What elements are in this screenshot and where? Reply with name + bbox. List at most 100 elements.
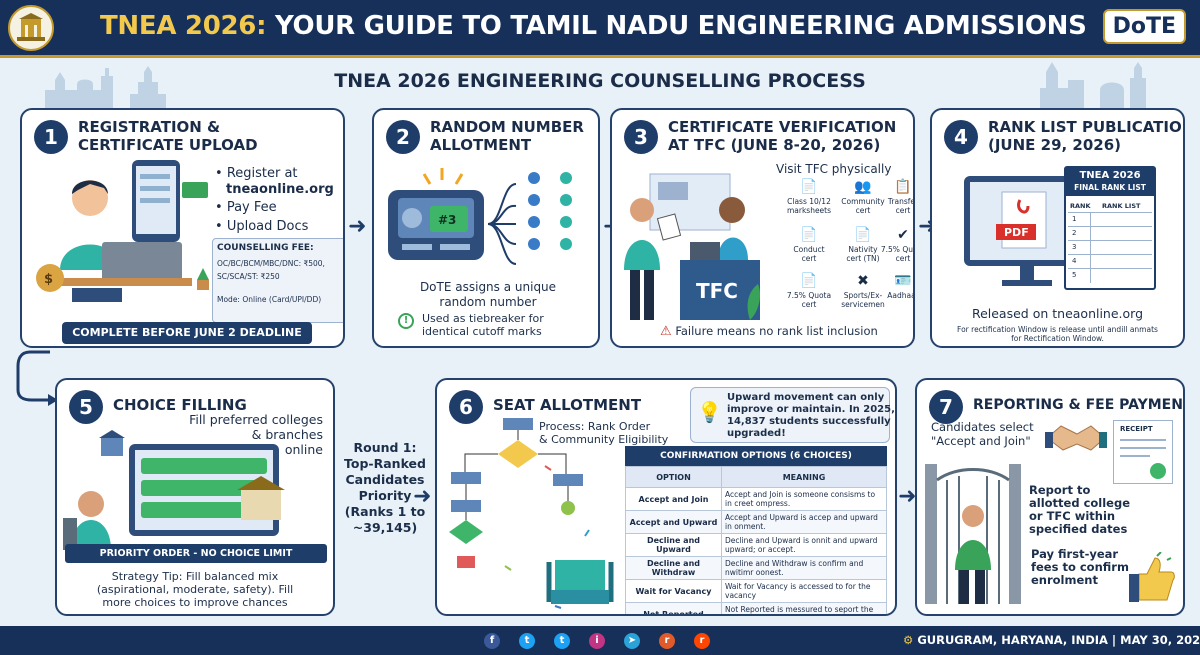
step-5-card: 5 CHOICE FILLING Fill preferred colleges… (55, 378, 335, 616)
facebook-icon[interactable]: f (484, 633, 500, 649)
priority-banner: PRIORITY ORDER - NO CHOICE LIMIT (65, 544, 327, 563)
tfc-desk-illustration-icon: TFC (624, 173, 760, 320)
bullet-upload-docs: • Upload Docs (215, 219, 309, 234)
header-title: TNEA 2026: YOUR GUIDE TO TAMIL NADU ENGI… (100, 11, 1087, 41)
step-6-card: 6 SEAT ALLOTMENT Process: Rank Order& Co… (435, 378, 897, 616)
id-icon: 🪪 (894, 273, 912, 289)
handshake-icon (1045, 425, 1107, 451)
step-number: 1 (34, 120, 68, 154)
warning-icon: ⚠ (660, 324, 672, 339)
flowchart-illustration-icon (449, 418, 614, 609)
step-number: 2 (386, 120, 420, 154)
pdf-label: PDF (1004, 226, 1029, 239)
rank-list-row: 1 (1068, 212, 1152, 227)
step-title: CHOICE FILLING (113, 396, 247, 414)
step-number: 7 (929, 390, 963, 424)
dote-badge: DoTE (1102, 9, 1186, 44)
arrow-right-icon: ➜ (348, 214, 367, 239)
col-header-meaning: MEANING (721, 466, 887, 488)
skyline-right-icon (1040, 62, 1146, 110)
telegram-icon[interactable]: ➤ (624, 633, 640, 649)
bullet-register: • Register at (215, 166, 298, 181)
arrow-right-icon: ➜ (413, 484, 432, 509)
visit-tfc-text: Visit TFC physically (776, 162, 892, 176)
reddit-icon[interactable]: r (659, 633, 675, 649)
loop-arrow-icon (16, 350, 58, 406)
twitter-icon[interactable]: t (519, 633, 535, 649)
lightbulb-icon: 💡 (697, 400, 722, 424)
community-icon: 👥 (854, 179, 872, 195)
tfc-desk-label: TFC (696, 279, 738, 303)
step-title: RANK LIST PUBLICATION(JUNE 29, 2026) (988, 118, 1185, 154)
rank-list-row: 5 (1068, 268, 1152, 283)
instagram-icon[interactable]: i (589, 633, 605, 649)
step-4-card: 4 RANK LIST PUBLICATION(JUNE 29, 2026) P… (930, 108, 1185, 348)
svg-text:$: $ (44, 272, 53, 287)
machine-screen: #3 (438, 213, 456, 227)
footer-location: ⚙ GURUGRAM, HARYANA, INDIA | MAY 30, 202… (903, 633, 1200, 647)
tn-emblem-icon (8, 5, 54, 51)
quota-icon: 📄 (800, 273, 818, 289)
page-title: TNEA 2026 ENGINEERING COUNSELLING PROCES… (334, 70, 866, 92)
doc-icon: 📄 (800, 179, 818, 195)
step-7-card: 7 REPORTING & FEE PAYMENT Candidates sel… (915, 378, 1185, 616)
college-gate-illustration-icon (925, 464, 1021, 604)
tneaonline-link[interactable]: tneaonline.org (226, 182, 334, 197)
certificate-item: ✖Sports/Ex-servicemen (834, 273, 892, 310)
header: TNEA 2026: YOUR GUIDE TO TAMIL NADU ENGI… (0, 0, 1200, 58)
candidates-select-text: Candidates select"Accept and Join" (931, 420, 1034, 448)
receipt-icon: RECEIPT (1113, 420, 1173, 484)
check-icon: ✔ (897, 227, 909, 243)
confirmation-title: CONFIRMATION OPTIONS (6 CHOICES) (625, 446, 887, 466)
location-icon: ⚙ (903, 633, 914, 647)
transfer-icon: 📋 (894, 179, 912, 195)
rectification-note: For rectification Window is release unti… (957, 325, 1158, 343)
step-title: REGISTRATION &CERTIFICATE UPLOAD (78, 118, 258, 154)
reddit-icon[interactable]: r (694, 633, 710, 649)
skyline-left-icon (45, 66, 166, 110)
rank-list-row: 2 (1068, 226, 1152, 241)
fee-box: COUNSELLING FEE: OC/BC/BCM/MBC/DNC: ₹500… (212, 238, 343, 323)
choice-filling-illustration-icon (63, 430, 285, 550)
rank-list-row: 4 (1068, 254, 1152, 269)
step-number: 5 (69, 390, 103, 424)
fee-reserved: SC/SCA/ST: ₹250 (217, 272, 280, 281)
step-number: 3 (624, 120, 658, 154)
student-laptop-illustration-icon: $ (36, 160, 209, 302)
conduct-icon: 📄 (800, 227, 818, 243)
warning-note: ⚠ Failure means no rank list inclusion (660, 324, 878, 339)
step-1-card: 1 REGISTRATION &CERTIFICATE UPLOAD $ • R… (20, 108, 345, 348)
random-number-machine-icon: #3 (388, 168, 572, 265)
fee-general: OC/BC/BCM/MBC/DNC: ₹500, (217, 259, 325, 268)
fee-heading: COUNSELLING FEE: (217, 243, 314, 253)
rank-list-row: 3 (1068, 240, 1152, 255)
sports-icon: ✖ (857, 273, 869, 289)
strategy-tip: Strategy Tip: Fill balanced mix(aspirati… (96, 570, 294, 609)
step-number: 4 (944, 120, 978, 154)
twitter-icon[interactable]: t (554, 633, 570, 649)
arrow-right-icon: ➜ (898, 484, 917, 509)
nativity-icon: 📄 (854, 227, 872, 243)
info-icon: ! (398, 313, 414, 329)
fee-mode: Mode: Online (Card/UPI/DD) (217, 295, 322, 304)
thumbs-up-icon (1129, 552, 1175, 602)
